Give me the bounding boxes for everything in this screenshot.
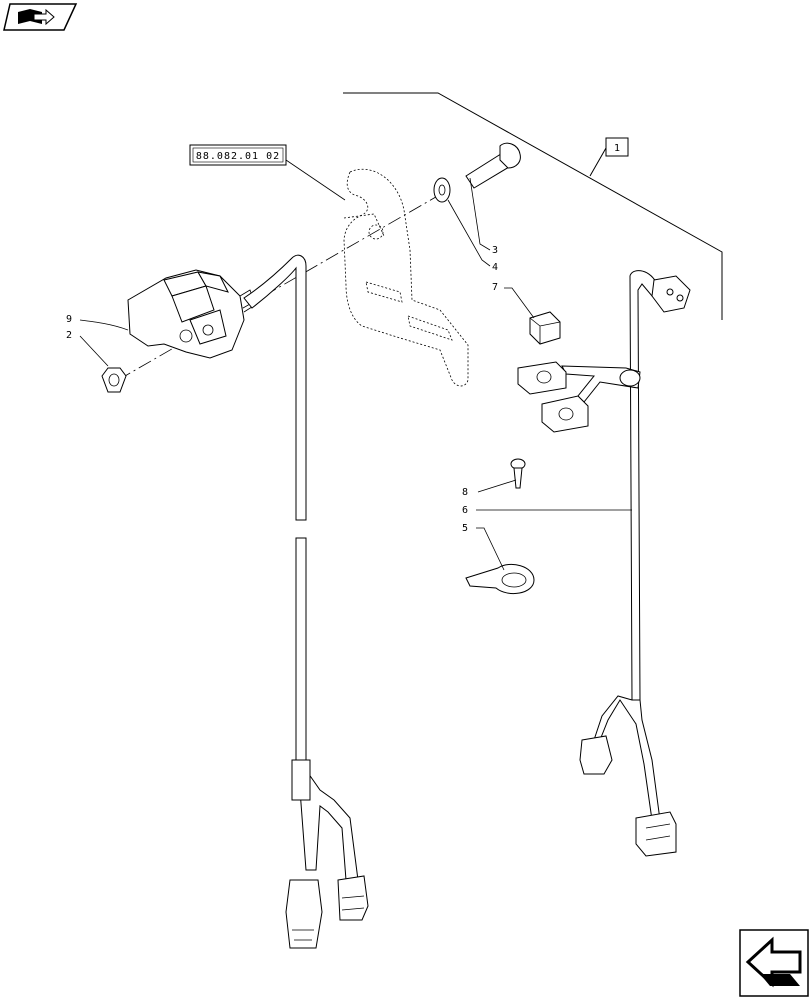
top-nav-button[interactable] [3,3,78,31]
reference-leader [285,159,346,201]
left-harness [243,254,369,949]
relay [529,311,561,345]
group-label-box: 1 [605,137,629,157]
washer [433,177,451,203]
assembly-axis [117,189,449,381]
screw [510,458,526,489]
group-bracket [343,92,723,320]
group-label: 1 [614,143,620,154]
callout-4[interactable]: 4 [492,262,498,273]
previous-arrow-icon [745,936,802,988]
open-book-arrow-icon [18,8,55,26]
bottom-nav-button[interactable] [739,929,809,997]
callout-7[interactable]: 7 [492,282,498,293]
callout-8[interactable]: 8 [462,487,468,498]
callout-5[interactable]: 5 [462,523,468,534]
socket [127,269,256,359]
callout-6[interactable]: 6 [462,505,468,516]
callout-labels: 9 2 3 4 7 8 6 5 [66,245,498,534]
callout-9[interactable]: 9 [66,314,72,325]
right-harness [517,270,691,857]
bolt [465,142,521,189]
mounting-bracket [343,168,469,387]
callout-2[interactable]: 2 [66,330,72,341]
cable-tie [465,564,535,595]
callout-leaders [79,177,632,571]
nut [101,367,127,393]
reference-label: 88.082.01 02 [196,151,280,162]
reference-box[interactable]: 88.082.01 02 [189,144,287,166]
callout-3[interactable]: 3 [492,245,498,256]
